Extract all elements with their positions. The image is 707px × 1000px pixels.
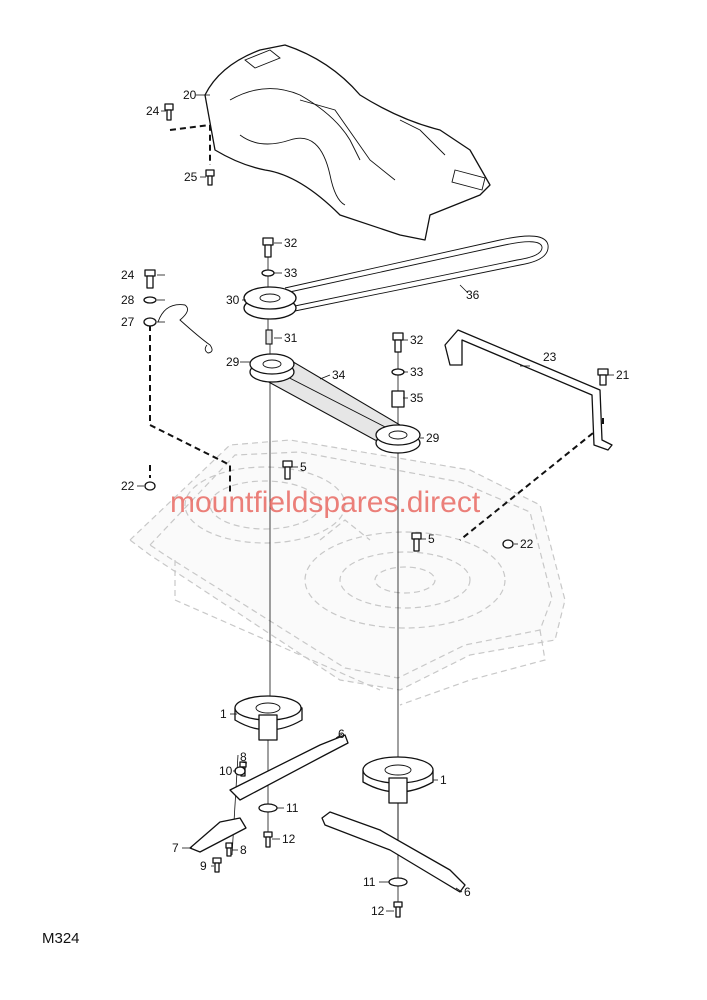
spindle-housing-left — [234, 695, 303, 741]
part-label-11: 11 — [363, 875, 376, 889]
washer-11-left — [258, 803, 278, 813]
part-label-20: 20 — [183, 88, 197, 102]
part-label-32: 32 — [410, 333, 424, 347]
part-label-36: 36 — [466, 288, 480, 302]
bolt-9 — [212, 857, 222, 873]
part-label-8: 8 — [240, 750, 247, 764]
part-label-32: 32 — [284, 236, 298, 250]
v-belt — [284, 235, 549, 313]
part-label-24: 24 — [121, 268, 135, 282]
part-label-35: 35 — [410, 391, 424, 405]
label-leader-lines — [137, 94, 614, 912]
belt-guard-bracket — [444, 329, 613, 451]
part-label-11: 11 — [286, 801, 299, 815]
part-label-29: 29 — [226, 355, 240, 369]
key-31 — [265, 329, 273, 345]
part-number-labels: 20 24 25 32 33 24 28 30 27 31 36 32 23 29 34 33 21 35 29 5 2… — [121, 88, 630, 918]
part-label-31: 31 — [284, 331, 298, 345]
spindle-housing-right — [362, 756, 434, 804]
part-label-6: 6 — [464, 885, 471, 899]
blade-left — [229, 734, 349, 801]
part-label-9: 9 — [200, 859, 207, 873]
spacer-35 — [391, 390, 405, 408]
nut-10 — [234, 766, 246, 776]
washer-33-right — [391, 368, 405, 376]
part-label-5: 5 — [300, 460, 307, 474]
part-label-25: 25 — [184, 170, 198, 184]
part-label-1: 1 — [440, 773, 447, 787]
part-label-28: 28 — [121, 293, 135, 307]
bolt-12-right — [393, 901, 403, 918]
deck-cover — [204, 44, 491, 241]
part-label-12: 12 — [282, 832, 296, 846]
toothed-pulley-right — [375, 424, 421, 454]
spacer-27 — [143, 317, 157, 327]
bolt-5-right — [411, 532, 422, 552]
washer-28 — [143, 296, 157, 304]
part-label-12: 12 — [371, 904, 385, 918]
part-label-34: 34 — [332, 368, 346, 382]
nut-22-right — [502, 539, 514, 549]
blade-right — [321, 811, 466, 893]
mower-deck-outline — [129, 439, 566, 706]
blade-left-lower-end — [189, 817, 247, 853]
toothed-pulley-left — [249, 353, 295, 383]
bolt-32-top — [262, 237, 274, 258]
part-label-22: 22 — [520, 537, 534, 551]
part-label-10: 10 — [219, 764, 233, 778]
bolt-24-left — [144, 269, 156, 289]
part-label-30: 30 — [226, 293, 240, 307]
part-label-22: 22 — [121, 479, 135, 493]
part-label-29: 29 — [426, 431, 440, 445]
part-label-33: 33 — [410, 365, 424, 379]
bolt-12-left — [263, 831, 273, 848]
part-label-21: 21 — [616, 368, 630, 382]
part-label-8: 8 — [240, 843, 247, 857]
washer-33-top — [261, 269, 275, 277]
belt-guide-wire — [157, 304, 213, 354]
part-label-33: 33 — [284, 266, 298, 280]
bolt-25 — [205, 169, 215, 186]
part-label-6: 6 — [338, 727, 345, 741]
nut-22-left — [144, 481, 156, 491]
drive-pulley — [243, 286, 297, 320]
part-label-1: 1 — [220, 707, 227, 721]
bolt-24-top — [164, 103, 174, 121]
part-label-7: 7 — [172, 841, 179, 855]
figure-code: M324 — [42, 930, 80, 947]
part-label-27: 27 — [121, 315, 135, 329]
bolt-8-lower — [225, 842, 233, 857]
bolt-21 — [597, 368, 609, 386]
watermark-text: mountfieldspares.direct — [170, 486, 481, 519]
part-label-23: 23 — [543, 350, 557, 364]
washer-11-right — [388, 877, 408, 887]
bolt-32-right — [392, 332, 404, 353]
part-label-5: 5 — [428, 532, 435, 546]
part-label-24: 24 — [146, 104, 160, 118]
bolt-5-left — [282, 460, 293, 480]
